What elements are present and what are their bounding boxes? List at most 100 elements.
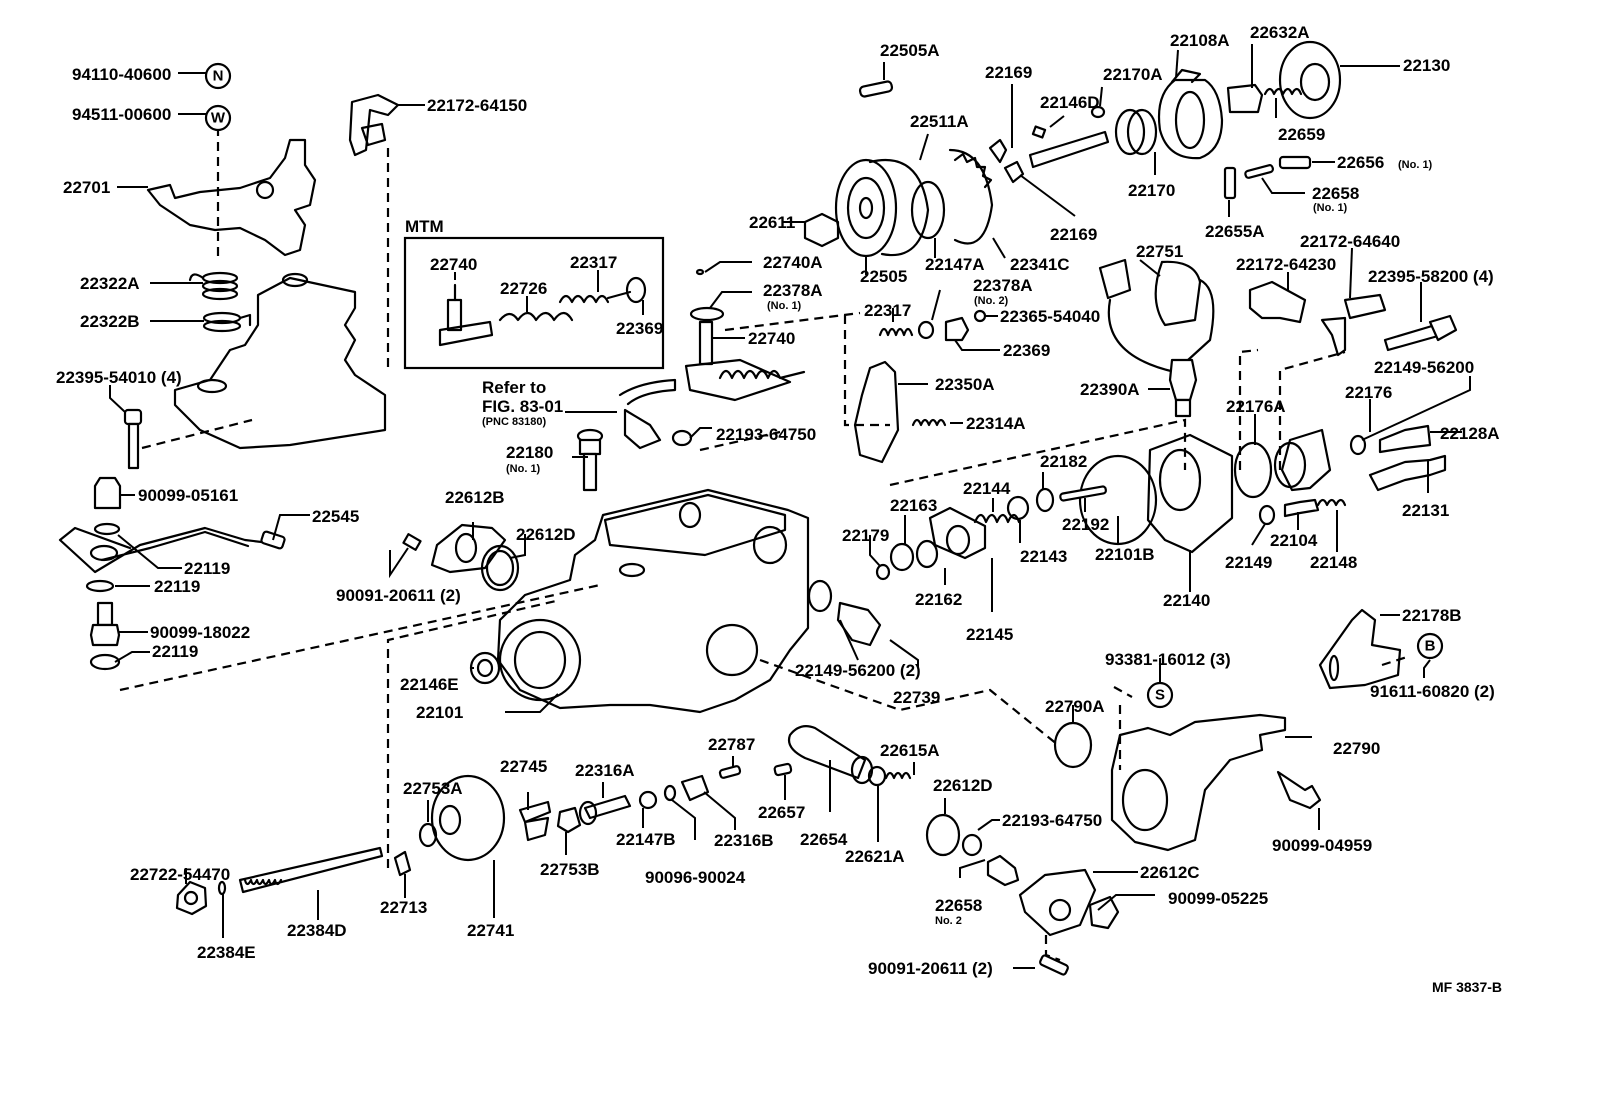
shaft-22316A-icon (583, 794, 632, 820)
label-22378A-1-sub: (No. 1) (767, 300, 802, 312)
refer-note-line3: (PNC 83180) (482, 416, 547, 428)
bolt-22395-58200-icon (1383, 324, 1440, 352)
label-22745: 22745 (500, 757, 547, 776)
shim-22182-icon (1035, 487, 1055, 513)
mtm-inset-title: MTM (405, 217, 444, 236)
label-22170: 22170 (1128, 181, 1175, 200)
label-22148: 22148 (1310, 553, 1357, 572)
label-93381-16012: 93381-16012 (3) (1105, 650, 1231, 669)
weight-22745-icon (518, 800, 552, 842)
label-22722-54470: 22722-54470 (130, 865, 230, 884)
washer-22753B-icon (556, 806, 582, 834)
bolt-90099-04959-icon (1276, 770, 1322, 810)
label-22740A: 22740A (763, 253, 823, 272)
bracket-22172-64230-icon (1248, 280, 1307, 324)
label-22192: 22192 (1062, 515, 1109, 534)
label-22341C: 22341C (1010, 255, 1070, 274)
symbol-W: W (211, 110, 226, 127)
part-labels: 94110-40600 94511-00600 22701 22322A 223… (56, 23, 1502, 995)
sleeve-22654-icon (787, 725, 867, 780)
label-22511A: 22511A (910, 112, 969, 131)
screw-symbol-S-icon: S (1146, 681, 1174, 709)
label-22654: 22654 (800, 830, 848, 849)
label-22658-1-sub: (No. 1) (1313, 202, 1348, 214)
label-22179: 22179 (842, 526, 889, 545)
label-22369: 22369 (1003, 341, 1050, 360)
label-22119-a: 22119 (184, 559, 230, 578)
label-22101: 22101 (416, 703, 463, 722)
symbol-S: S (1155, 687, 1165, 704)
spring-22322A-icon (188, 271, 239, 301)
bolt-90091-20611-b-icon (1039, 954, 1069, 976)
label-mtm-22726: 22726 (500, 279, 547, 298)
label-22739: 22739 (893, 688, 940, 707)
washer-symbol-icon: W (204, 104, 232, 132)
label-22378A-2-sub: (No. 2) (974, 295, 1009, 307)
o-ring-22612D-b-icon (925, 813, 961, 857)
label-22612D-a: 22612D (516, 525, 576, 544)
label-22505: 22505 (860, 267, 907, 286)
label-22128A: 22128A (1440, 424, 1500, 443)
drive-shaft-22170-icon (1028, 130, 1110, 169)
mtm-spring-22726-icon (498, 311, 574, 322)
label-22621A: 22621A (845, 847, 905, 866)
lever-22701-icon (146, 138, 317, 257)
label-22149-56200-b: 22149-56200 (2) (795, 661, 921, 680)
label-22740: 22740 (748, 329, 795, 348)
cover-22612C-icon (1018, 868, 1097, 937)
label-22658-2: 22658 (935, 896, 982, 915)
bolt-symbol-B-icon: B (1416, 632, 1444, 660)
nut-symbol-icon: N (204, 62, 232, 90)
label-22193-64750-b: 22193-64750 (1002, 811, 1102, 830)
o-ring-22176A-icon (1233, 441, 1273, 499)
label-22119-b: 22119 (154, 577, 200, 596)
label-22163: 22163 (890, 496, 937, 515)
o-ring-22163-icon (889, 542, 915, 572)
washer-90096-90024-icon (663, 784, 677, 802)
spring-22615A-icon (884, 771, 912, 780)
plate-22130-icon (1278, 40, 1342, 120)
plate-22145-icon (928, 506, 987, 560)
lever-22178B-icon (1318, 608, 1402, 690)
label-22790: 22790 (1333, 739, 1380, 758)
label-22108A: 22108A (1170, 31, 1230, 50)
label-22182: 22182 (1040, 452, 1087, 471)
spacer-22713-icon (393, 850, 412, 877)
label-91611-60820: 91611-60820 (2) (1370, 682, 1495, 701)
label-22632A: 22632A (1250, 23, 1310, 42)
label-90096-90024: 90096-90024 (645, 868, 746, 887)
mtm-valve-22369-icon (606, 276, 647, 304)
label-22317: 22317 (864, 301, 911, 320)
valve-holder-22176-icon (1280, 428, 1332, 492)
pipe-22545-icon (58, 526, 272, 574)
symbol-B: B (1425, 638, 1436, 655)
screw-22365-54040-icon (973, 309, 987, 323)
valve-22180-icon (576, 428, 604, 492)
label-22656: 22656 (1337, 153, 1384, 172)
flange-22612B-icon (430, 523, 507, 574)
washer-22378A-2-icon (917, 320, 935, 340)
spring-22322B-icon (202, 311, 252, 333)
control-lever-22740-icon (684, 268, 806, 402)
label-22384D: 22384D (287, 921, 347, 940)
bracket-22172-64150-icon (348, 93, 400, 157)
label-22612C: 22612C (1140, 863, 1200, 882)
label-mtm-22317: 22317 (570, 253, 617, 272)
label-22741: 22741 (467, 921, 514, 940)
symbol-N: N (213, 68, 224, 85)
label-mtm-22369: 22369 (616, 319, 663, 338)
label-22119-c: 22119 (152, 642, 198, 661)
spring-22314A-icon (911, 418, 947, 427)
key-22170A-icon (1090, 105, 1106, 119)
label-22146E: 22146E (400, 675, 459, 694)
label-22149-56200-a: 22149-56200 (1374, 358, 1474, 377)
refer-note-line2[interactable]: FIG. 83-01 (482, 397, 563, 416)
coupling-22511A-icon (868, 158, 930, 257)
label-22131: 22131 (1402, 501, 1449, 520)
label-22657: 22657 (758, 803, 805, 822)
label-90091-20611-a: 90091-20611 (2) (336, 586, 461, 605)
label-22144: 22144 (963, 479, 1011, 498)
label-94110-40600: 94110-40600 (72, 65, 171, 84)
cap-22350A-icon (853, 360, 900, 464)
flange-22505-icon (834, 158, 898, 258)
